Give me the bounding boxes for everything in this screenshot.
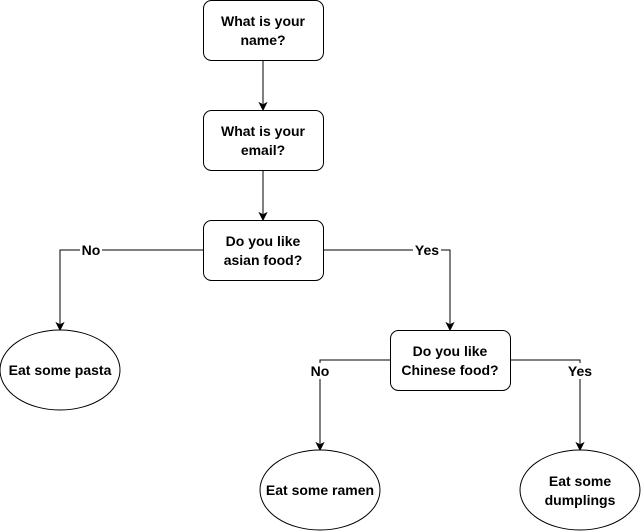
edge-email-to-asian xyxy=(258,170,268,222)
node-chinese-food-question: Do you like Chinese food? xyxy=(390,330,511,391)
node-label-line: email? xyxy=(241,142,285,158)
arrowhead xyxy=(445,321,455,332)
node-label-line: name? xyxy=(240,32,285,48)
process-box xyxy=(203,0,324,61)
node-name-question: What is your name? xyxy=(203,0,324,61)
arrowhead xyxy=(315,441,325,452)
decision-box xyxy=(390,330,511,391)
edge-label-no: No xyxy=(311,363,330,379)
edge-label-bg xyxy=(308,363,332,379)
edge-label-bg xyxy=(565,363,595,379)
node-label-line: Eat some xyxy=(549,473,611,489)
edge-asian-to-pasta: No xyxy=(55,242,203,332)
arrowhead xyxy=(258,101,268,112)
edge-label-yes: Yes xyxy=(415,242,439,258)
node-eat-ramen: Eat some ramen xyxy=(259,449,381,531)
edge-chinese-to-dumplings: Yes xyxy=(510,359,595,452)
node-label-line: Eat some pasta xyxy=(9,362,112,378)
connector-line xyxy=(510,359,581,444)
arrowhead xyxy=(258,211,268,222)
node-label-line: asian food? xyxy=(224,252,303,268)
connector-line xyxy=(319,359,390,444)
decision-box xyxy=(203,220,324,281)
outcome-ellipse xyxy=(519,449,641,531)
edge-label-bg xyxy=(80,242,102,258)
edge-label-no: No xyxy=(82,242,101,258)
node-asian-food-question: Do you like asian food? xyxy=(203,220,324,281)
node-label-line: Do you like xyxy=(413,343,488,359)
edge-label-yes: Yes xyxy=(568,363,592,379)
outcome-ellipse xyxy=(259,449,381,531)
node-label-line: What is your xyxy=(221,123,306,139)
arrowhead xyxy=(575,441,585,452)
node-eat-pasta: Eat some pasta xyxy=(0,329,121,411)
edge-name-to-email xyxy=(258,60,268,112)
connector-line xyxy=(323,249,451,324)
process-box xyxy=(203,110,324,171)
node-label-line: Eat some ramen xyxy=(266,482,374,498)
edge-asian-to-chinese: Yes xyxy=(323,242,455,332)
node-label-line: Do you like xyxy=(226,233,301,249)
node-label-line: dumplings xyxy=(545,492,616,508)
node-label-line: What is your xyxy=(221,13,306,29)
connector-line xyxy=(59,249,203,324)
node-label-line: Chinese food? xyxy=(401,362,498,378)
edge-label-bg xyxy=(413,242,441,258)
arrowhead xyxy=(55,321,65,332)
node-email-question: What is your email? xyxy=(203,110,324,171)
outcome-ellipse xyxy=(0,329,121,411)
node-eat-dumplings: Eat some dumplings xyxy=(519,449,641,531)
edge-chinese-to-ramen: No xyxy=(308,359,390,452)
